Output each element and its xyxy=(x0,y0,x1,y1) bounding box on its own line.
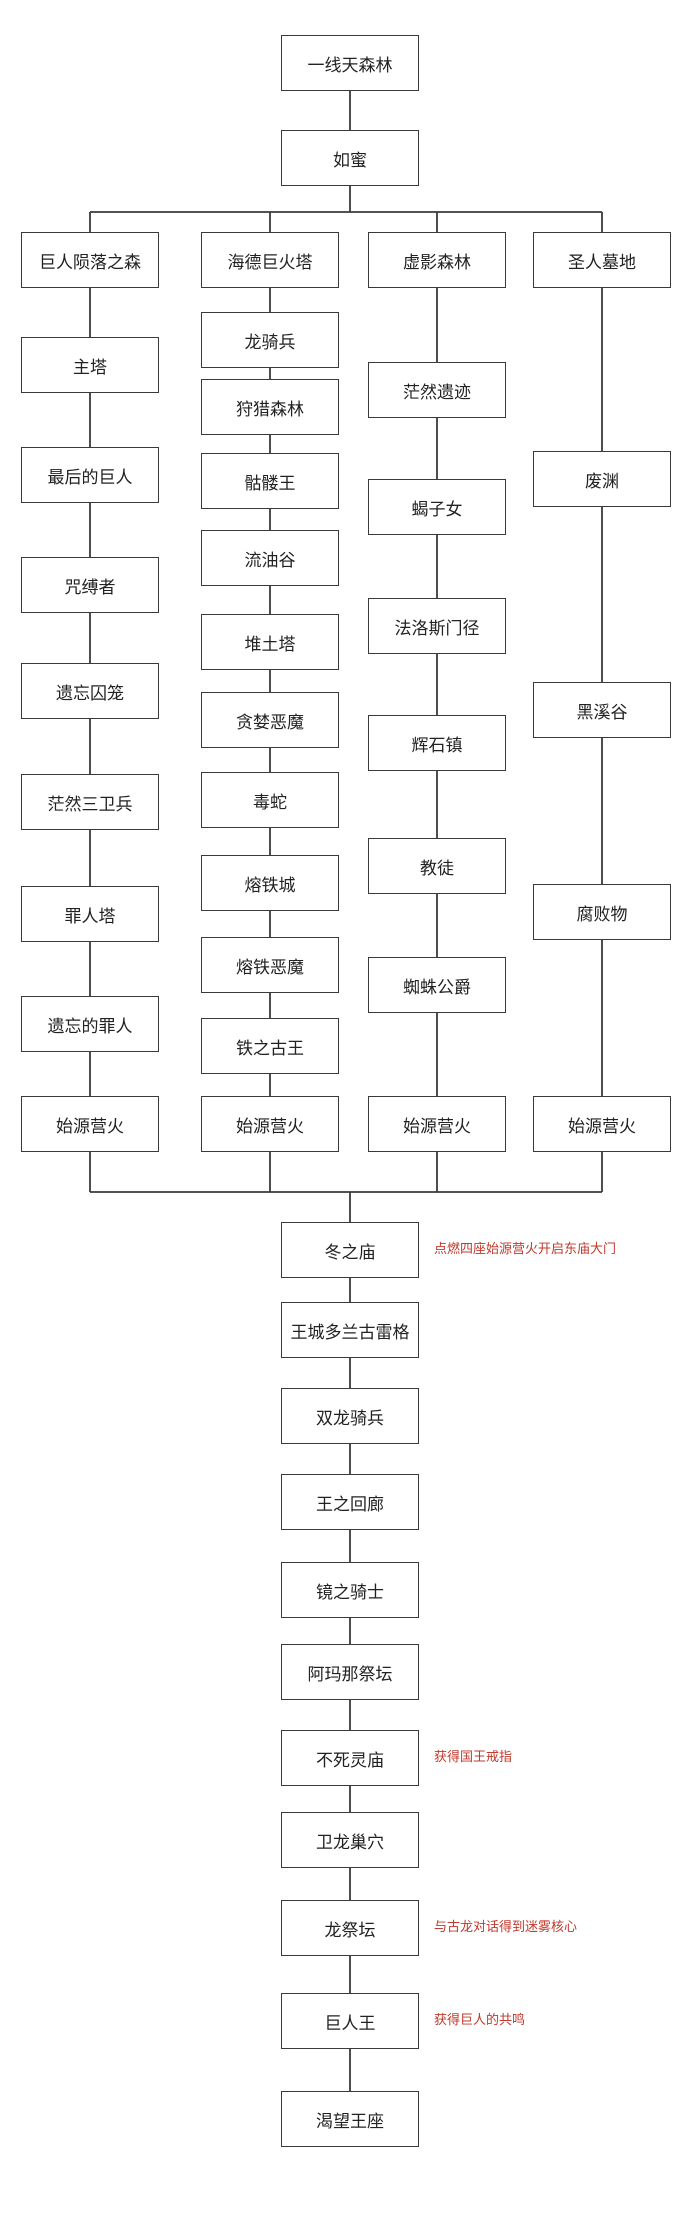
branch-title: 巨人陨落之森 xyxy=(21,232,159,288)
final-step: 王之回廊 xyxy=(281,1474,419,1530)
branch-stop: 茫然遗迹 xyxy=(368,362,506,418)
branch-stop: 罪人塔 xyxy=(21,886,159,942)
branch-stop: 堆土塔 xyxy=(201,614,339,670)
final-step: 镜之骑士 xyxy=(281,1562,419,1618)
branch-stop: 遗忘的罪人 xyxy=(21,996,159,1052)
root-node: 如蜜 xyxy=(281,130,419,186)
branch-stop: 废渊 xyxy=(533,451,671,507)
final-step: 双龙骑兵 xyxy=(281,1388,419,1444)
branch-stop: 狩猎森林 xyxy=(201,379,339,435)
branch-stop: 熔铁恶魔 xyxy=(201,937,339,993)
branch-stop: 茫然三卫兵 xyxy=(21,774,159,830)
branch-stop: 贪婪恶魔 xyxy=(201,692,339,748)
branch-stop: 龙骑兵 xyxy=(201,312,339,368)
root-node: 一线天森林 xyxy=(281,35,419,91)
branch-stop: 始源营火 xyxy=(368,1096,506,1152)
branch-stop: 铁之古王 xyxy=(201,1018,339,1074)
step-note: 与古龙对话得到迷雾核心 xyxy=(434,1920,578,1935)
branch-title: 海德巨火塔 xyxy=(201,232,339,288)
step-note: 获得巨人的共鸣 xyxy=(434,2013,526,2028)
branch-stop: 遗忘囚笼 xyxy=(21,663,159,719)
branch-stop: 始源营火 xyxy=(21,1096,159,1152)
final-step: 龙祭坛 xyxy=(281,1900,419,1956)
final-step: 阿玛那祭坛 xyxy=(281,1644,419,1700)
branch-stop: 黑溪谷 xyxy=(533,682,671,738)
final-step: 卫龙巢穴 xyxy=(281,1812,419,1868)
final-step: 冬之庙 xyxy=(281,1222,419,1278)
step-note: 点燃四座始源营火开启东庙大门 xyxy=(434,1242,617,1257)
branch-stop: 主塔 xyxy=(21,337,159,393)
branch-stop: 蝎子女 xyxy=(368,479,506,535)
final-step: 渴望王座 xyxy=(281,2091,419,2147)
final-step: 不死灵庙 xyxy=(281,1730,419,1786)
branch-stop: 始源营火 xyxy=(201,1096,339,1152)
branch-stop: 最后的巨人 xyxy=(21,447,159,503)
final-step: 王城多兰古雷格 xyxy=(281,1302,419,1358)
step-note: 获得国王戒指 xyxy=(434,1750,513,1765)
branch-stop: 辉石镇 xyxy=(368,715,506,771)
branch-stop: 法洛斯门径 xyxy=(368,598,506,654)
branch-stop: 腐败物 xyxy=(533,884,671,940)
branch-stop: 骷髅王 xyxy=(201,453,339,509)
branch-title: 虚影森林 xyxy=(368,232,506,288)
branch-stop: 咒缚者 xyxy=(21,557,159,613)
branch-stop: 始源营火 xyxy=(533,1096,671,1152)
branch-stop: 毒蛇 xyxy=(201,772,339,828)
branch-stop: 教徒 xyxy=(368,838,506,894)
branch-stop: 流油谷 xyxy=(201,530,339,586)
branch-title: 圣人墓地 xyxy=(533,232,671,288)
final-step: 巨人王 xyxy=(281,1993,419,2049)
branch-stop: 熔铁城 xyxy=(201,855,339,911)
branch-stop: 蜘蛛公爵 xyxy=(368,957,506,1013)
